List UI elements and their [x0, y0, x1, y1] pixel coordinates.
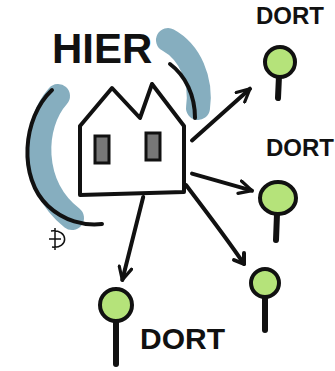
place-node: DORT — [88, 280, 243, 367]
destination-label: DORT — [256, 3, 324, 29]
house — [80, 84, 184, 195]
arrow-connector — [122, 197, 143, 280]
pin-stem — [113, 320, 119, 364]
pin-stem — [278, 76, 279, 98]
house-window — [146, 133, 160, 160]
arrow-line — [186, 185, 244, 264]
signature-mark — [49, 228, 65, 250]
house-window — [95, 136, 109, 163]
pin-head — [265, 47, 295, 77]
place-label: HIER — [52, 26, 152, 72]
home-node: HIER — [40, 22, 192, 197]
arrow-connector — [192, 174, 252, 191]
pin-stem — [276, 214, 277, 240]
destination-label: DORT — [140, 322, 225, 355]
pin-head — [251, 269, 279, 297]
pin-head — [100, 289, 132, 321]
pin-stem — [262, 296, 268, 330]
pins — [100, 47, 296, 364]
destination-label: DORT — [266, 135, 334, 161]
circle-arc — [27, 64, 195, 224]
house-outline — [80, 84, 184, 195]
place-node: DORT — [252, 135, 335, 243]
pin-head — [260, 182, 296, 214]
arrow-connector — [192, 89, 250, 141]
place-node: DORT — [250, 3, 332, 103]
unlabeled-arrow — [186, 185, 244, 264]
arrow-head — [234, 253, 244, 264]
